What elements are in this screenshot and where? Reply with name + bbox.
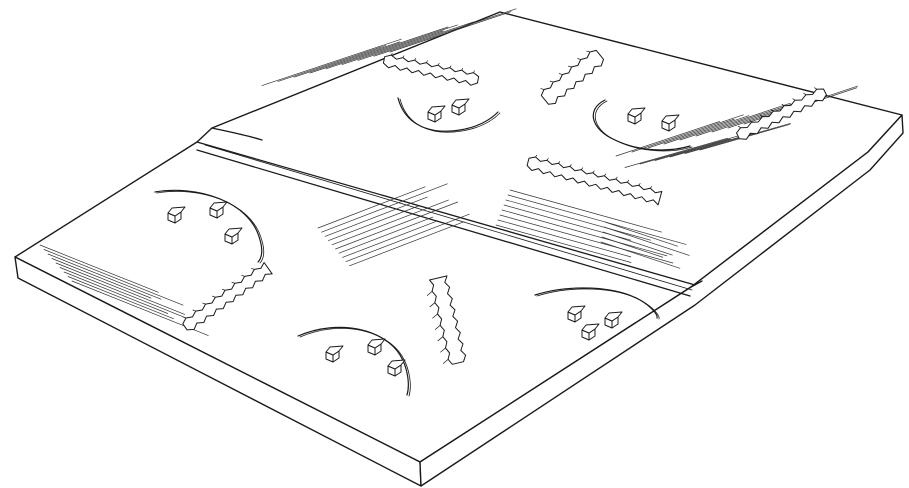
hedge-stem <box>814 88 816 89</box>
